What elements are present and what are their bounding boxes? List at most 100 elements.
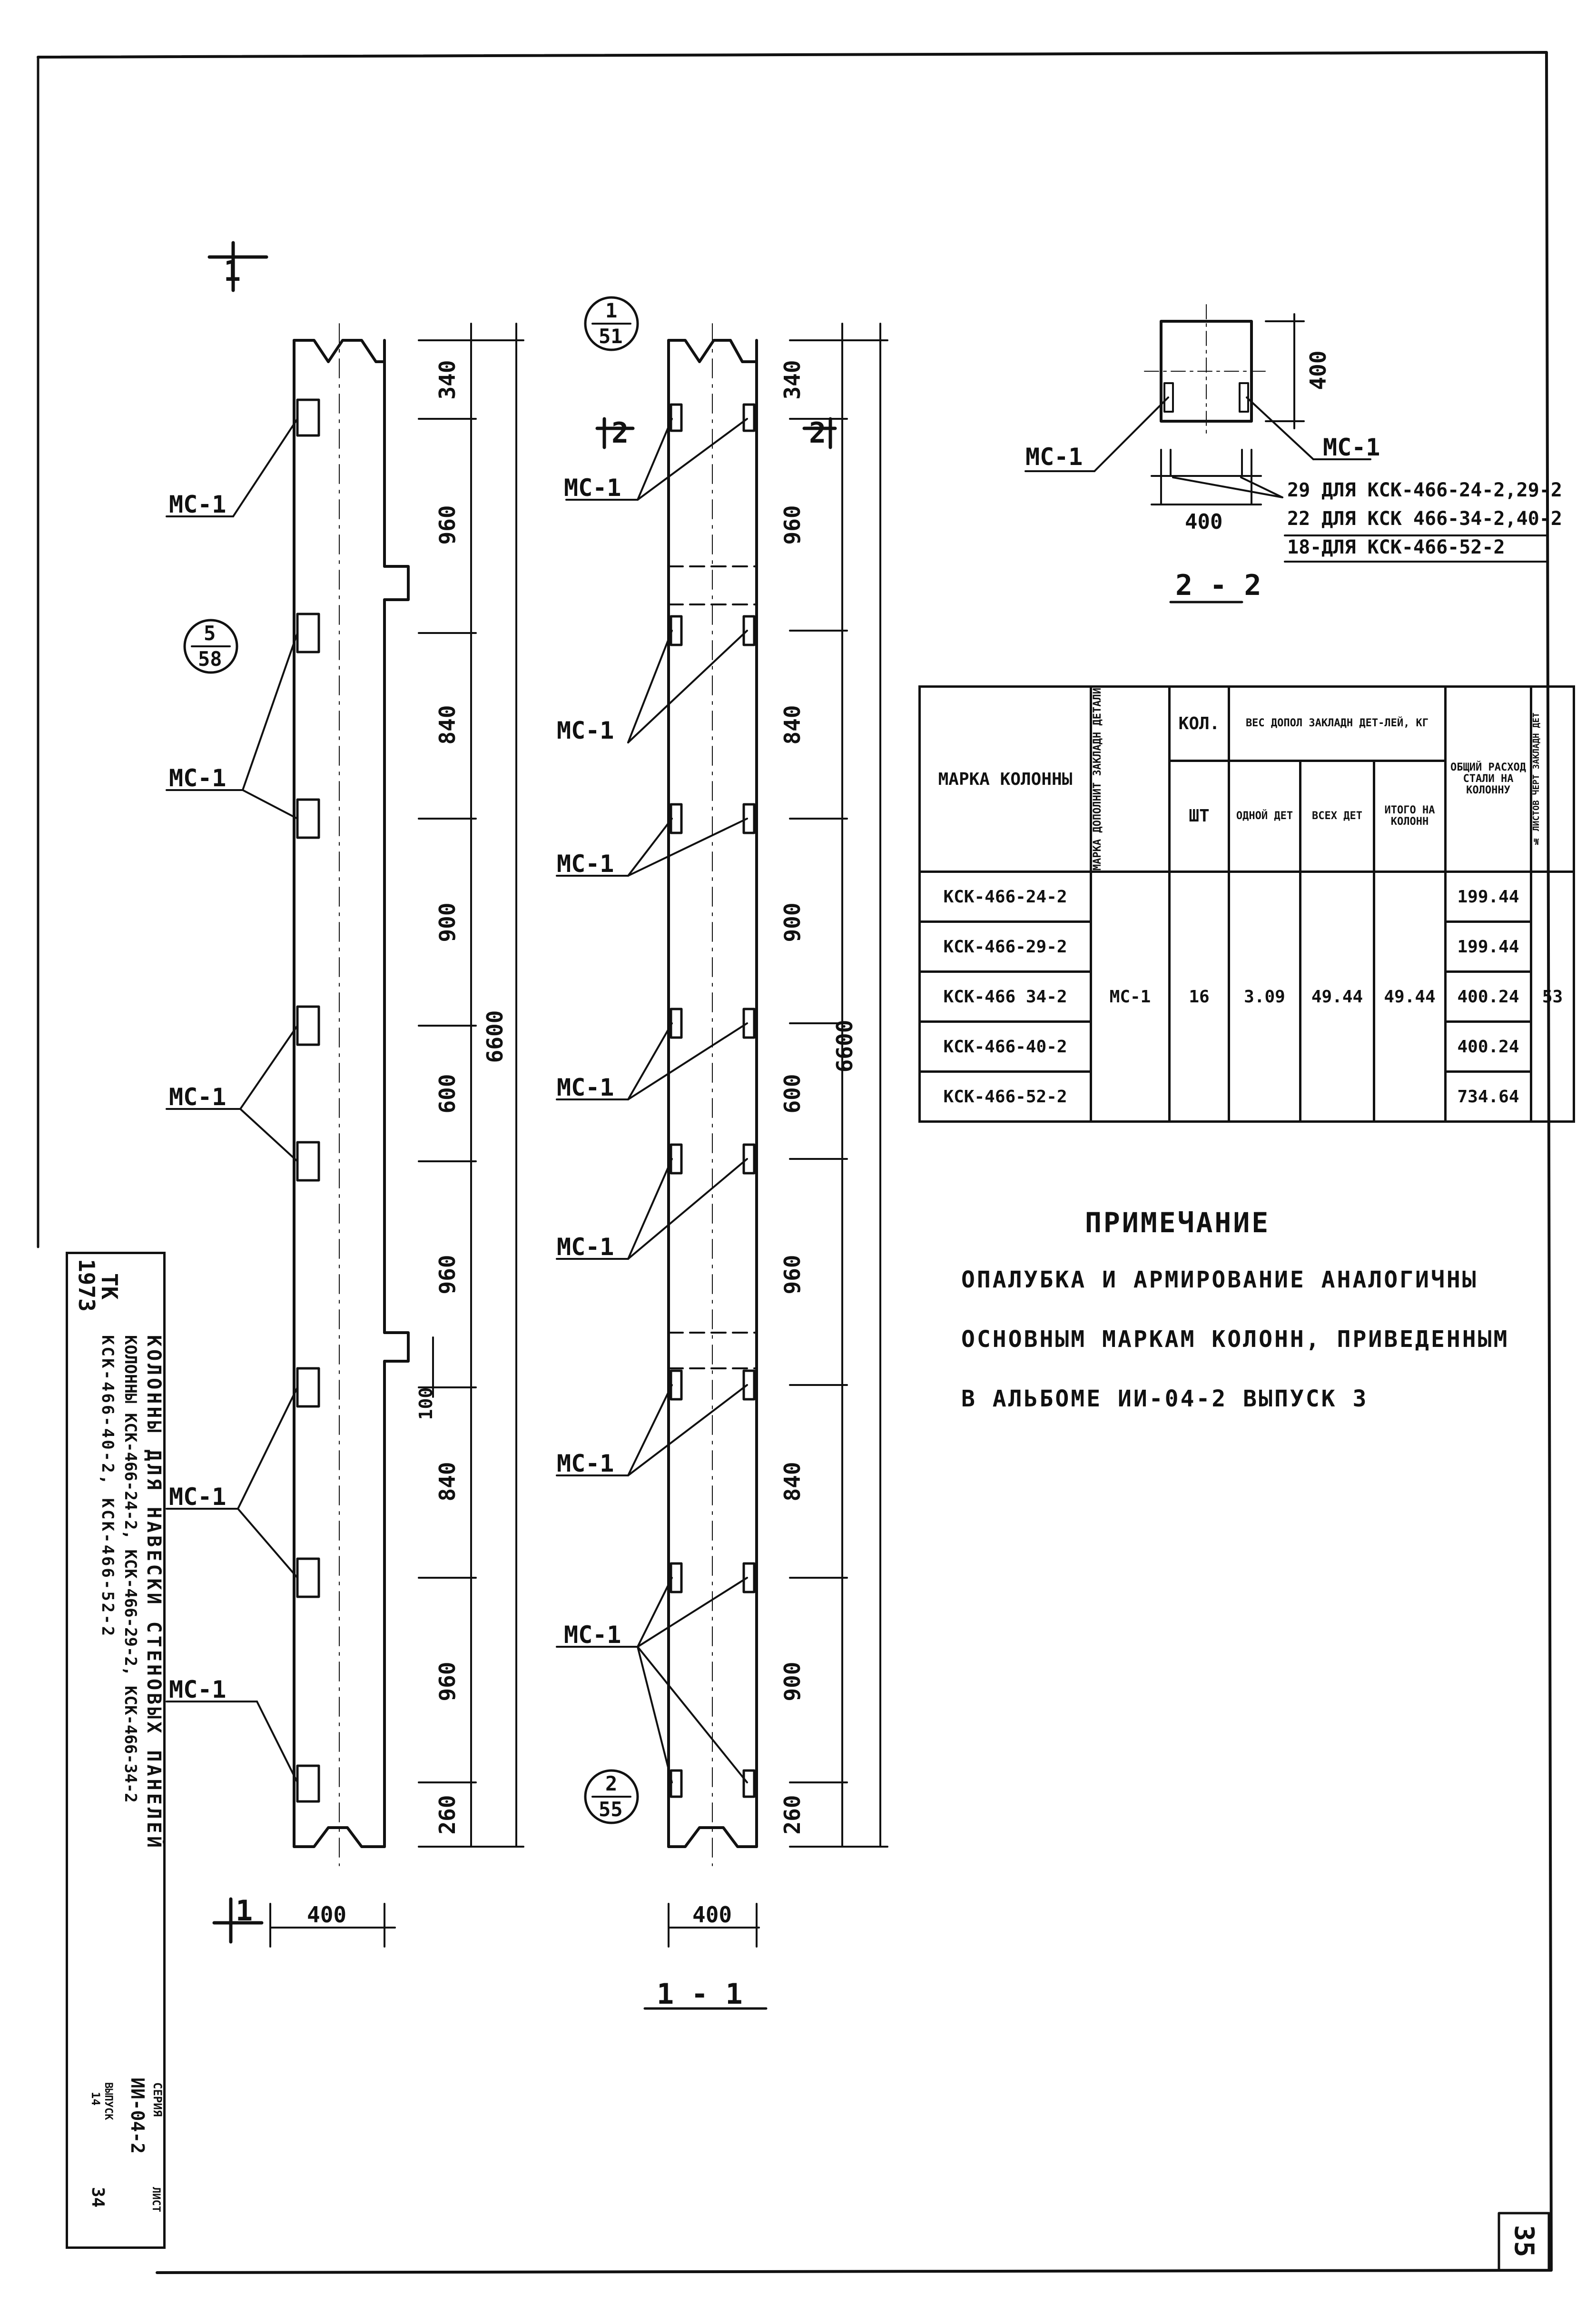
- mc-leaders-left: [166, 418, 298, 1783]
- callout-1-51-top: 1: [605, 299, 618, 322]
- dim-right: 600: [779, 1074, 805, 1114]
- row-mark: КСК-466-24-2: [918, 871, 1092, 923]
- header-qty-unit: ШТ: [1168, 759, 1230, 873]
- header-w-all: ВСЕХ ДЕТ: [1299, 759, 1375, 873]
- width-dimension-right: [668, 1903, 760, 1948]
- mc-label: МС-1: [564, 474, 621, 502]
- mc-label: МС-1: [169, 764, 227, 792]
- row-steel: 400.24: [1444, 1020, 1532, 1073]
- section-1-1-label: 1 - 1: [657, 1978, 743, 2011]
- shared-qty: 16: [1168, 871, 1230, 1123]
- tb-issue-label: ВЫПУСК: [102, 2082, 114, 2120]
- page-number: 35: [1508, 2225, 1539, 2257]
- section-1-mark-top: 1: [224, 255, 241, 288]
- section-2-2-view: [1025, 304, 1547, 603]
- row-mark: КСК-466 34-2: [918, 970, 1092, 1023]
- section-1-mark-bottom: 1: [236, 1894, 253, 1928]
- mc-label: МС-1: [169, 1676, 227, 1703]
- row-steel: 199.44: [1444, 871, 1532, 923]
- mc-label: МС-1: [557, 1233, 614, 1261]
- shared-w-one: 3.09: [1228, 871, 1301, 1123]
- dim-right: 900: [779, 902, 805, 942]
- mc-label: МС-1: [557, 1450, 614, 1477]
- title-block: 1973 ТК КОЛОННЫ ДЛЯ НАВЕСКИ СТЕНОВЫХ ПАН…: [66, 1252, 166, 2249]
- header-mark: МАРКА КОЛОННЫ: [918, 685, 1092, 873]
- header-embed-mark: МАРКА ДОПОЛНИТ ЗАКЛАДН ДЕТАЛИ: [1092, 688, 1103, 871]
- note-line: В АЛЬБОМЕ ИИ-04-2 ВЫПУСК 3: [961, 1385, 1369, 1412]
- column-elevation-right: [667, 323, 758, 1866]
- section-mark-1-bottom: [212, 1897, 264, 1944]
- row-steel: 734.64: [1444, 1070, 1532, 1123]
- tb-org: ТК: [97, 1273, 122, 1300]
- tb-issue: 14: [89, 2092, 102, 2106]
- header-w-one: ОДНОЙ ДЕТ: [1228, 759, 1301, 873]
- row-steel: 199.44: [1444, 920, 1532, 973]
- spec-table: МАРКА КОЛОННЫ МАРКА ДОПОЛНИТ ЗАКЛАДН ДЕТ…: [918, 685, 1575, 1123]
- mc-label: МС-1: [169, 1083, 227, 1111]
- section-2-2-label: 2 - 2: [1175, 569, 1261, 602]
- note-line: ОПАЛУБКА И АРМИРОВАНИЕ АНАЛОГИЧНЫ: [961, 1266, 1478, 1293]
- mc-label: МС-1: [557, 850, 614, 878]
- callout-2-55-top: 2: [605, 1772, 618, 1795]
- section22-height-dim: 400: [1305, 350, 1331, 390]
- mc-label: МС-1: [169, 1483, 227, 1511]
- section22-line: 18-ДЛЯ КСК-466-52-2: [1287, 536, 1505, 558]
- embedded-plates-left: [296, 398, 320, 1803]
- section22-width-dim: 400: [1185, 510, 1223, 534]
- mc-label: МС-1: [557, 717, 614, 744]
- tb-title-line2: КОЛОННЫ КСК-466-24-2, КСК-466-29-2, КСК-…: [121, 1335, 140, 1803]
- column-elevation-left: [293, 323, 410, 1866]
- dimension-chain-left: [418, 323, 524, 1848]
- dim-right: 840: [779, 705, 805, 745]
- mc-label: МС-1: [557, 1074, 614, 1101]
- small-dim: 100: [415, 1387, 436, 1420]
- width-dim-right: 400: [692, 1902, 732, 1928]
- note-title: ПРИМЕЧАНИЕ: [1085, 1207, 1271, 1239]
- dim-left: 960: [434, 1662, 460, 1702]
- callout-5-58-top: 5: [204, 622, 216, 645]
- section-mark-1-top: [207, 241, 268, 292]
- dim-right: 340: [779, 360, 805, 400]
- section-2-mark-right: 2: [809, 416, 827, 450]
- header-steel: ОБЩИЙ РАСХОД СТАЛИ НА КОЛОННУ: [1444, 685, 1532, 873]
- header-weight: ВЕС ДОПОЛ ЗАКЛАДН ДЕТ-ЛЕЙ, КГ: [1228, 685, 1447, 762]
- dim-left: 960: [434, 1255, 460, 1295]
- header-w-total: ИТОГО НА КОЛОНН: [1373, 759, 1447, 873]
- dimension-chain-right: [789, 323, 888, 1848]
- shared-embed-mark: МС-1: [1090, 871, 1171, 1123]
- mc-label: МС-1: [169, 491, 227, 518]
- mc-label: МС-1: [564, 1621, 621, 1649]
- overall-dim-right: 6600: [832, 1019, 857, 1073]
- width-dim-left: 400: [307, 1902, 347, 1928]
- tb-title-line1: КОЛОННЫ ДЛЯ НАВЕСКИ СТЕНОВЫХ ПАНЕЛЕЙ: [143, 1335, 165, 1850]
- tb-sheet-label: ЛИСТ: [150, 2187, 162, 2212]
- dim-left: 600: [434, 1074, 460, 1114]
- mc-leaders-right: [556, 418, 748, 1783]
- mc-label: МС-1: [1323, 434, 1380, 461]
- dim-right: 960: [779, 1255, 805, 1295]
- header-qty: КОЛ.: [1168, 685, 1230, 762]
- section22-line: 22 ДЛЯ КСК 466-34-2,40-2: [1287, 508, 1562, 530]
- note-line: ОСНОВНЫМ МАРКАМ КОЛОНН, ПРИВЕДЕННЫМ: [961, 1326, 1509, 1353]
- tb-series-label: СЕРИЯ: [151, 2082, 164, 2117]
- row-mark: КСК-466-40-2: [918, 1020, 1092, 1073]
- callout-1-51-bottom: 51: [599, 325, 623, 348]
- callout-2-55-circle: [584, 1769, 639, 1824]
- dim-left: 960: [434, 505, 460, 545]
- shared-w-all: 49.44: [1299, 871, 1375, 1123]
- tb-sheet: 34: [88, 2187, 108, 2208]
- width-dimension-left: [269, 1903, 396, 1948]
- dim-right: 260: [779, 1795, 805, 1835]
- shared-sheet-ref: 53: [1530, 871, 1575, 1123]
- dim-left: 840: [434, 1462, 460, 1502]
- dim-right: 960: [779, 505, 805, 545]
- mc-label: МС-1: [1025, 443, 1083, 471]
- header-sheet-ref: № ЛИСТОВ ЧЕРТ ЗАКЛАДН ДЕТ: [1531, 712, 1541, 846]
- page-number-box: [1497, 2212, 1550, 2272]
- overall-dim-left: 6600: [482, 1010, 508, 1063]
- section-2-mark-left: 2: [611, 416, 629, 450]
- row-mark: КСК-466-29-2: [918, 920, 1092, 973]
- tb-year: 1973: [74, 1259, 99, 1312]
- sheet-frame: [37, 51, 1553, 2274]
